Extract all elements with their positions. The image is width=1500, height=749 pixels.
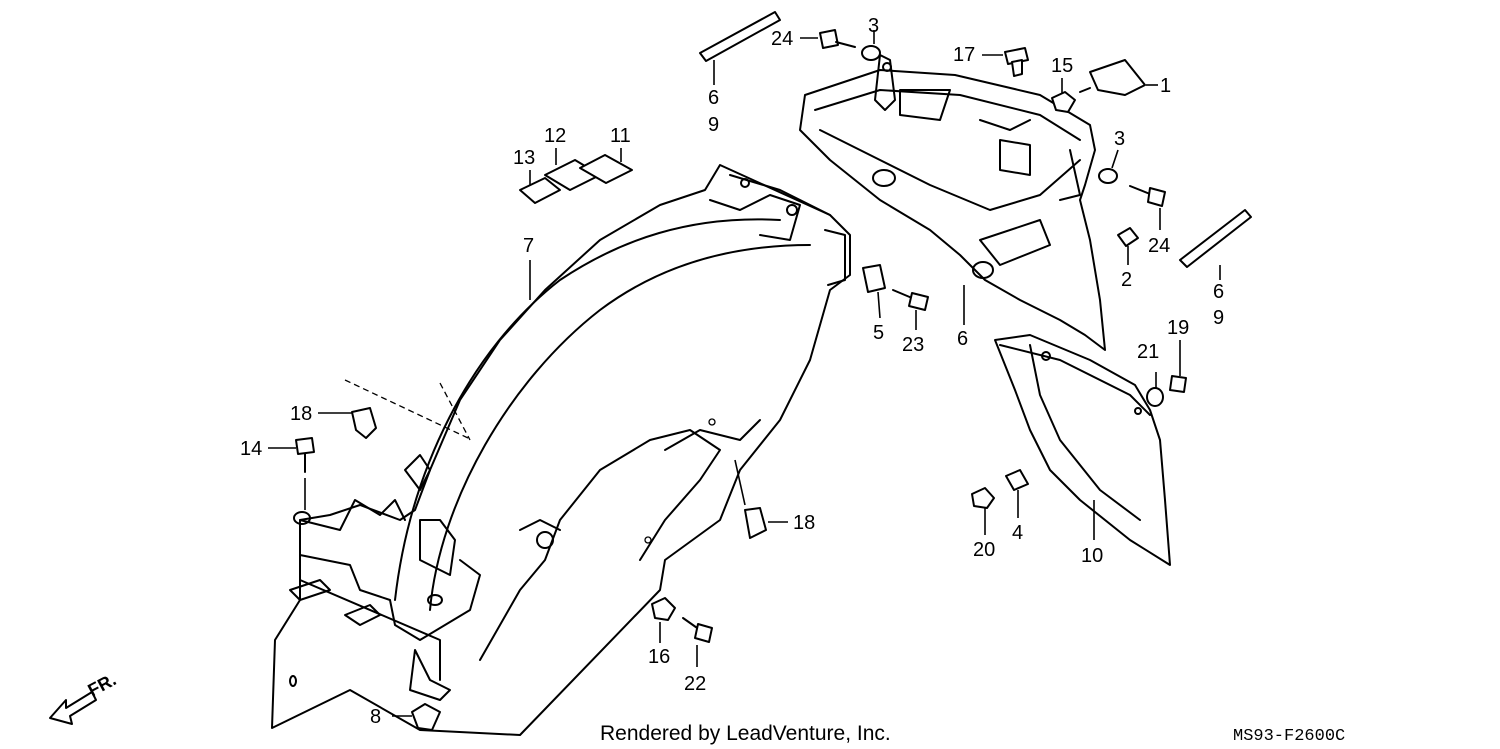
clip-nut-5 (862, 264, 886, 293)
callout-18-left: 18 (290, 403, 312, 425)
bolt-23 (892, 289, 929, 311)
callout-2: 2 (1121, 269, 1132, 291)
callout-9-right: 9 (1213, 307, 1224, 329)
rod-part-right (1179, 209, 1252, 268)
bolt-14 (295, 437, 315, 473)
callout-6-top: 6 (708, 87, 719, 109)
credit-text: Rendered by LeadVenture, Inc. (600, 722, 891, 745)
bolt-24-top (819, 29, 856, 49)
callout-8: 8 (370, 706, 381, 728)
callout-17: 17 (953, 44, 975, 66)
diagram-code: MS93-F2600C (1233, 727, 1345, 746)
callout-12: 12 (544, 125, 566, 147)
callout-24-top: 24 (771, 28, 793, 50)
bolt-17 (1004, 47, 1029, 77)
nut-16 (651, 597, 676, 621)
clamp-8 (411, 703, 441, 731)
bolt-24-right (1129, 185, 1166, 207)
nut-20 (971, 487, 995, 509)
callout-6-right: 6 (1213, 281, 1224, 303)
callout-19: 19 (1167, 317, 1189, 339)
callout-3-right: 3 (1114, 128, 1125, 150)
callout-6-center: 6 (957, 328, 968, 350)
callout-11: 11 (610, 125, 631, 147)
rod-part-left (699, 11, 781, 62)
washer-21 (1146, 387, 1164, 407)
callout-20: 20 (973, 539, 995, 561)
collar-4 (1005, 469, 1029, 491)
callout-16: 16 (648, 646, 670, 668)
bolt-2 (1117, 227, 1139, 247)
callout-3-top: 3 (868, 15, 879, 37)
callout-22: 22 (684, 673, 706, 695)
callout-14: 14 (240, 438, 262, 460)
rear-frame-bracket-part (799, 54, 1106, 351)
callout-7: 7 (523, 235, 534, 257)
callout-numbers: 1 2 3 3 4 5 6 9 6 6 9 7 8 10 11 12 13 14… (240, 15, 1224, 728)
leader-lines (268, 30, 1221, 717)
callout-21: 21 (1137, 341, 1159, 363)
mudguard-extension-part (994, 334, 1171, 566)
callout-13: 13 (513, 147, 535, 169)
reflector-1 (1079, 59, 1146, 96)
callout-1: 1 (1160, 75, 1171, 97)
rear-fender-part (271, 164, 851, 736)
front-direction-arrow: FR. (49, 669, 119, 725)
callout-10: 10 (1081, 545, 1103, 567)
callout-4: 4 (1012, 522, 1023, 544)
callout-15: 15 (1051, 55, 1073, 77)
washer-3-right (1098, 168, 1118, 184)
bolt-19 (1169, 375, 1187, 393)
callout-23: 23 (902, 334, 924, 356)
washer-3-top (861, 45, 881, 61)
callout-9-top: 9 (708, 114, 719, 136)
callout-24-right: 24 (1148, 235, 1170, 257)
label-stickers (519, 154, 633, 204)
callout-5: 5 (873, 322, 884, 344)
bolt-22 (682, 617, 713, 643)
clip-18-right (744, 507, 767, 539)
nut-15 (1051, 91, 1076, 113)
callout-18-right: 18 (793, 512, 815, 534)
clip-18-left (351, 407, 377, 439)
